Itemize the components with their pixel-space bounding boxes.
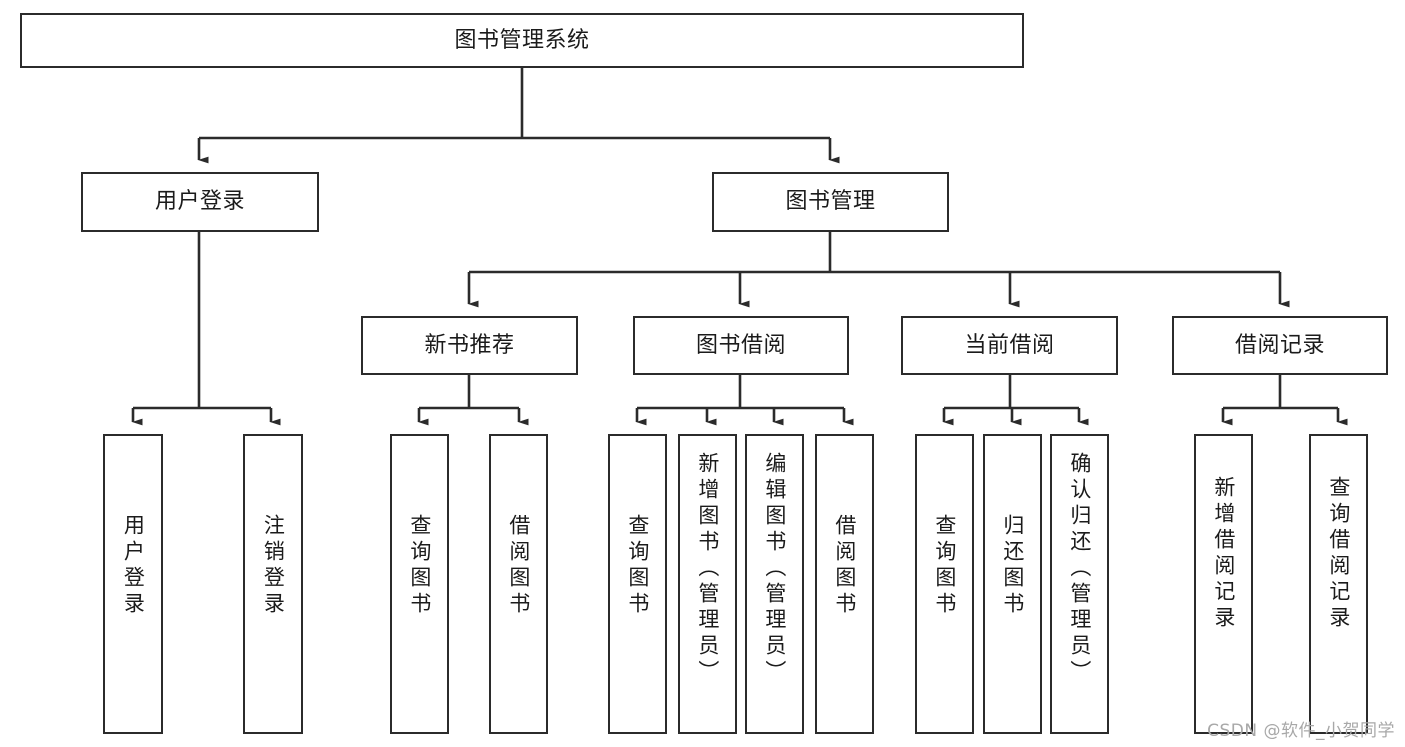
node-label: 借阅图书	[832, 514, 857, 618]
node-label: 新增图书（管理员）	[695, 452, 720, 686]
leaf-borrow-book-1[interactable]: 借阅图书	[489, 434, 548, 734]
node-label: 图书管理系统	[454, 27, 590, 53]
node-label: 新书推荐	[424, 332, 515, 358]
connector-bookmgmt-to-level3	[467, 232, 1290, 308]
leaf-edit-book[interactable]: 编辑图书（管理员）	[745, 434, 804, 734]
connector-borrowrecord-to-leaves	[1221, 375, 1348, 426]
leaf-user-login[interactable]: 用户登录	[103, 434, 163, 734]
node-current-borrow[interactable]: 当前借阅	[901, 316, 1118, 375]
node-label: 归还图书	[1000, 514, 1025, 618]
connector-currentborrow-to-leaves	[942, 375, 1089, 426]
watermark-text: CSDN @软件_小贺同学	[1207, 721, 1395, 741]
connector-userlogin-to-leaves	[131, 232, 281, 426]
connector-newbook-to-leaves	[417, 375, 529, 426]
node-label: 当前借阅	[964, 332, 1055, 358]
connector-bookborrow-to-leaves	[635, 375, 854, 426]
node-label: 查询借阅记录	[1326, 476, 1351, 632]
leaf-query-book-1[interactable]: 查询图书	[390, 434, 449, 734]
node-label: 借阅记录	[1234, 332, 1325, 358]
leaf-query-book-2[interactable]: 查询图书	[608, 434, 667, 734]
node-label: 图书管理	[785, 189, 876, 215]
leaf-confirm-return[interactable]: 确认归还（管理员）	[1050, 434, 1109, 734]
node-book-management[interactable]: 图书管理	[712, 172, 949, 232]
leaf-query-record[interactable]: 查询借阅记录	[1309, 434, 1368, 734]
node-label: 查询图书	[932, 514, 957, 618]
leaf-query-book-3[interactable]: 查询图书	[915, 434, 974, 734]
leaf-return-book[interactable]: 归还图书	[983, 434, 1042, 734]
leaf-add-book[interactable]: 新增图书（管理员）	[678, 434, 737, 734]
leaf-borrow-book-2[interactable]: 借阅图书	[815, 434, 874, 734]
node-label: 查询图书	[407, 514, 432, 618]
node-label: 编辑图书（管理员）	[762, 452, 787, 686]
connector-root-to-level2	[197, 68, 840, 164]
node-label: 借阅图书	[506, 514, 531, 618]
node-root-system[interactable]: 图书管理系统	[20, 13, 1024, 68]
node-label: 查询图书	[625, 514, 650, 618]
node-label: 新增借阅记录	[1211, 476, 1236, 632]
node-new-book-recommend[interactable]: 新书推荐	[361, 316, 578, 375]
node-label: 注销登录	[261, 514, 286, 618]
node-label: 用户登录	[154, 189, 245, 215]
leaf-add-record[interactable]: 新增借阅记录	[1194, 434, 1253, 734]
node-borrow-record[interactable]: 借阅记录	[1172, 316, 1388, 375]
leaf-logout[interactable]: 注销登录	[243, 434, 303, 734]
node-book-borrow[interactable]: 图书借阅	[633, 316, 849, 375]
node-label: 用户登录	[121, 514, 146, 618]
node-user-login[interactable]: 用户登录	[81, 172, 319, 232]
node-label: 确认归还（管理员）	[1067, 452, 1092, 686]
node-label: 图书借阅	[695, 332, 786, 358]
